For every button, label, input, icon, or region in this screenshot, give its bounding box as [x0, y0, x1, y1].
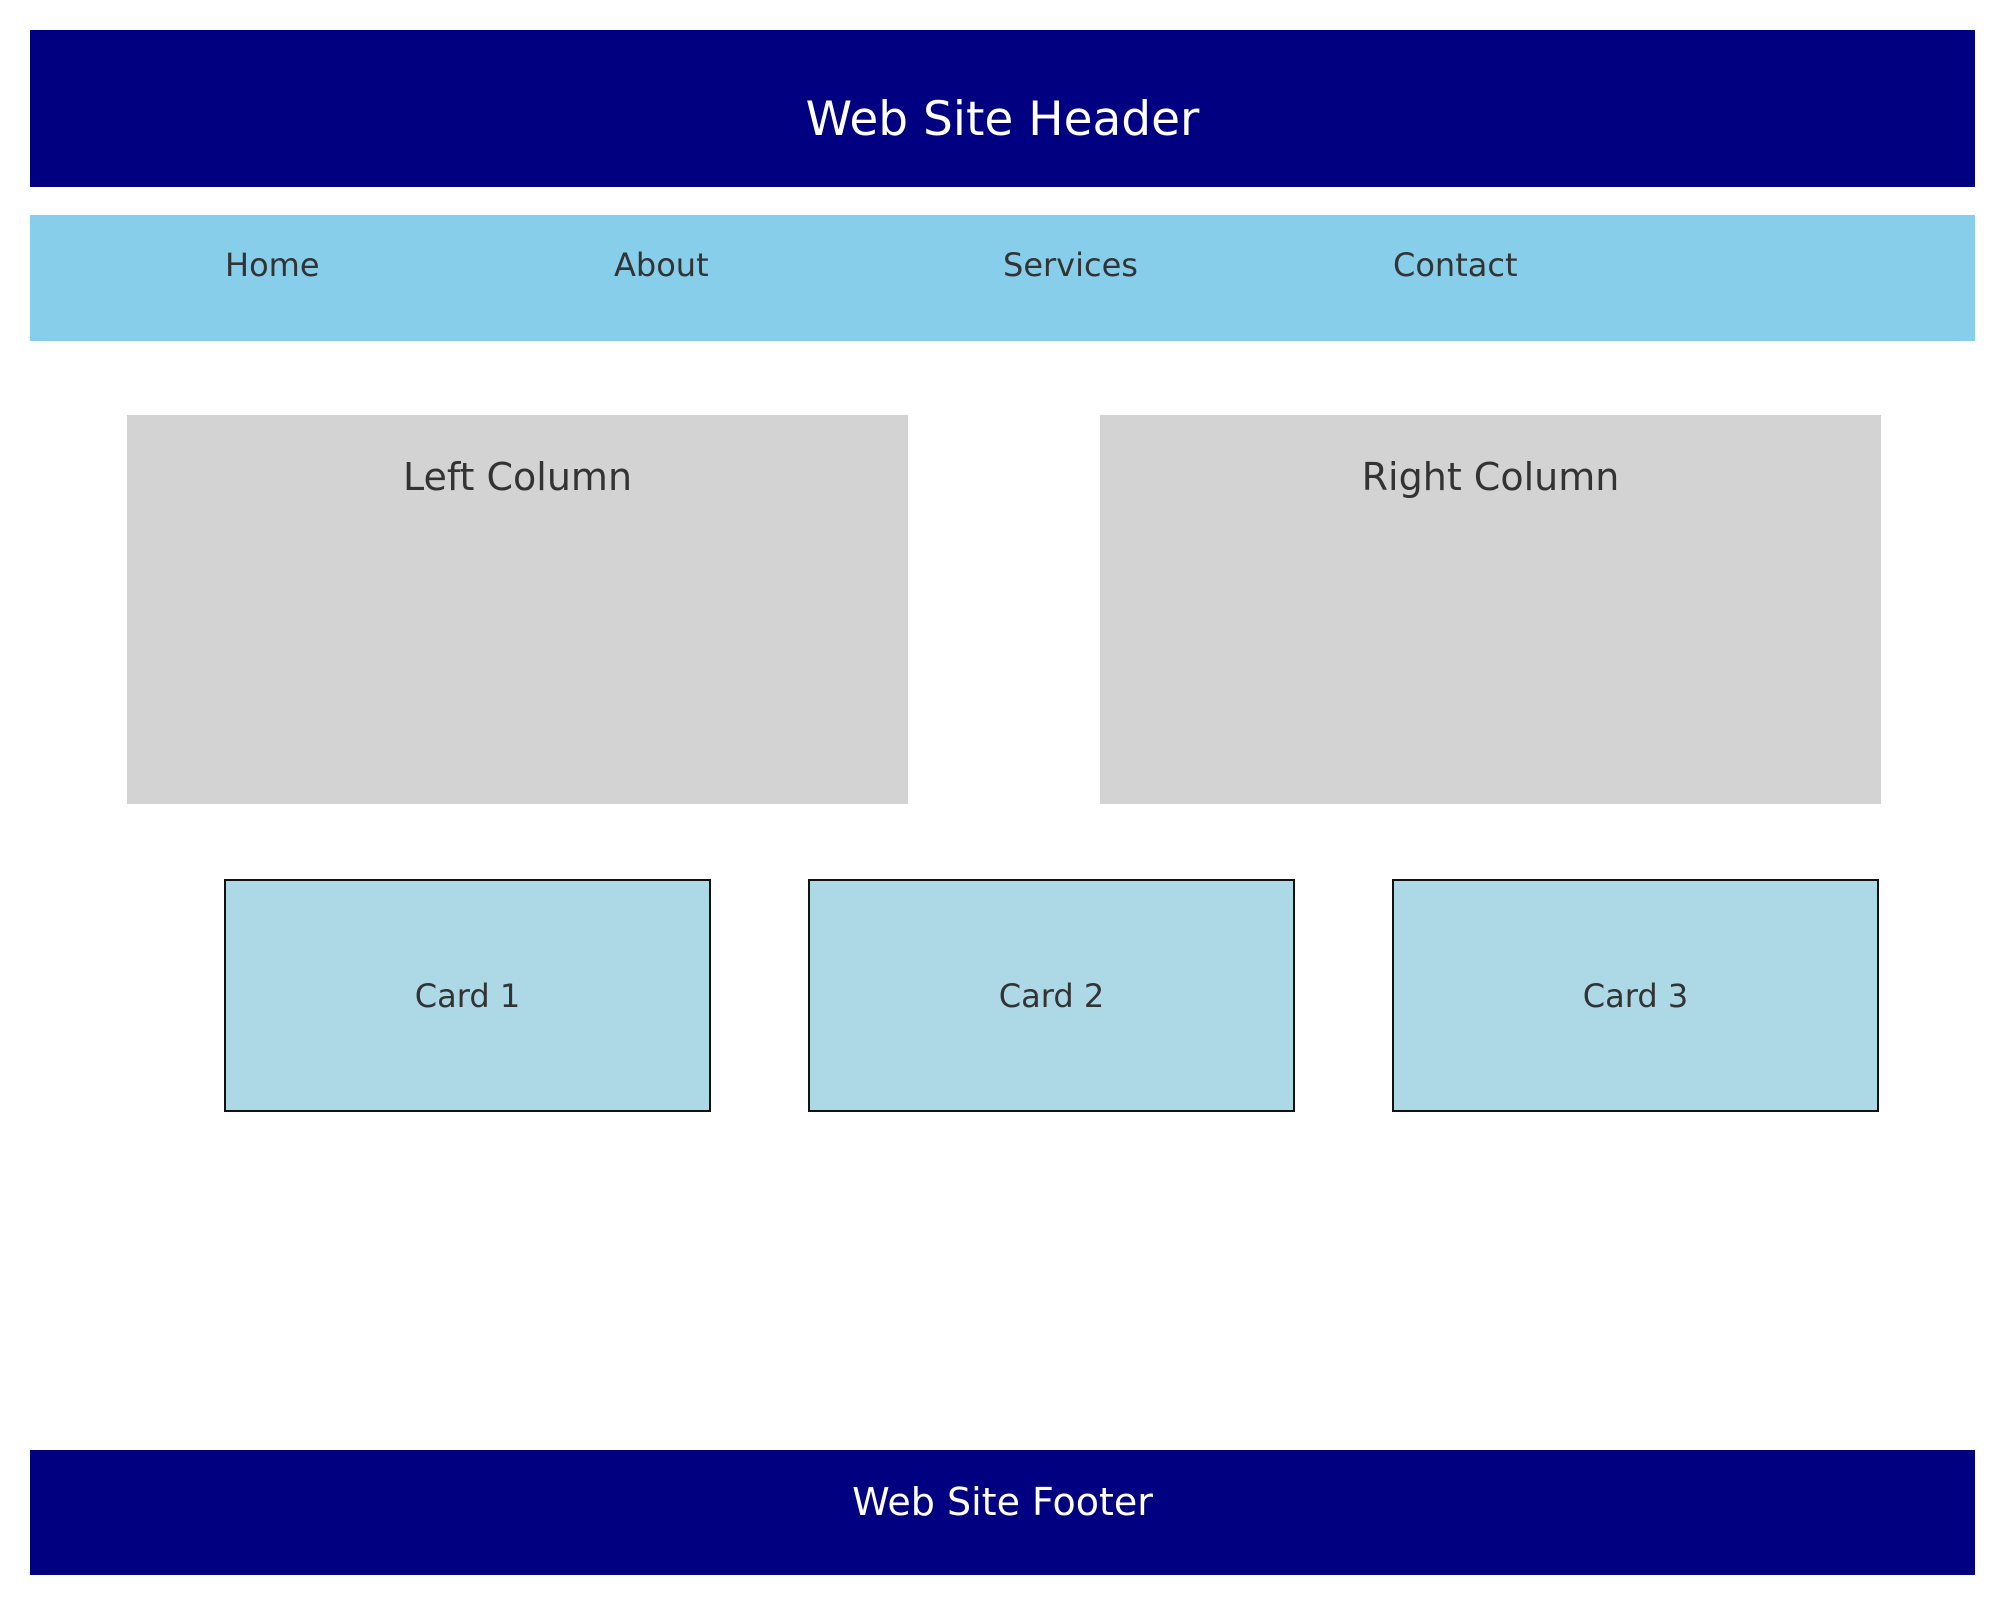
- nav-item-home[interactable]: Home: [225, 246, 320, 284]
- nav-item-about[interactable]: About: [614, 246, 709, 284]
- right-column: Right Column: [1100, 415, 1881, 804]
- left-column-title: Left Column: [402, 455, 633, 499]
- card-1: Card 1: [224, 879, 711, 1112]
- nav-item-services[interactable]: Services: [1003, 246, 1138, 284]
- card-2-label: Card 2: [998, 976, 1105, 1015]
- site-header: Web Site Header: [30, 30, 1975, 187]
- nav-item-contact[interactable]: Contact: [1393, 246, 1518, 284]
- header-title: Web Site Header: [805, 92, 1200, 147]
- card-3-label: Card 3: [1582, 976, 1689, 1015]
- card-1-label: Card 1: [414, 976, 521, 1015]
- card-2: Card 2: [808, 879, 1295, 1112]
- card-3: Card 3: [1392, 879, 1879, 1112]
- site-footer: Web Site Footer: [30, 1450, 1975, 1575]
- left-column: Left Column: [127, 415, 908, 804]
- footer-text: Web Site Footer: [852, 1480, 1153, 1524]
- nav-bar: [30, 215, 1975, 341]
- right-column-title: Right Column: [1361, 455, 1620, 499]
